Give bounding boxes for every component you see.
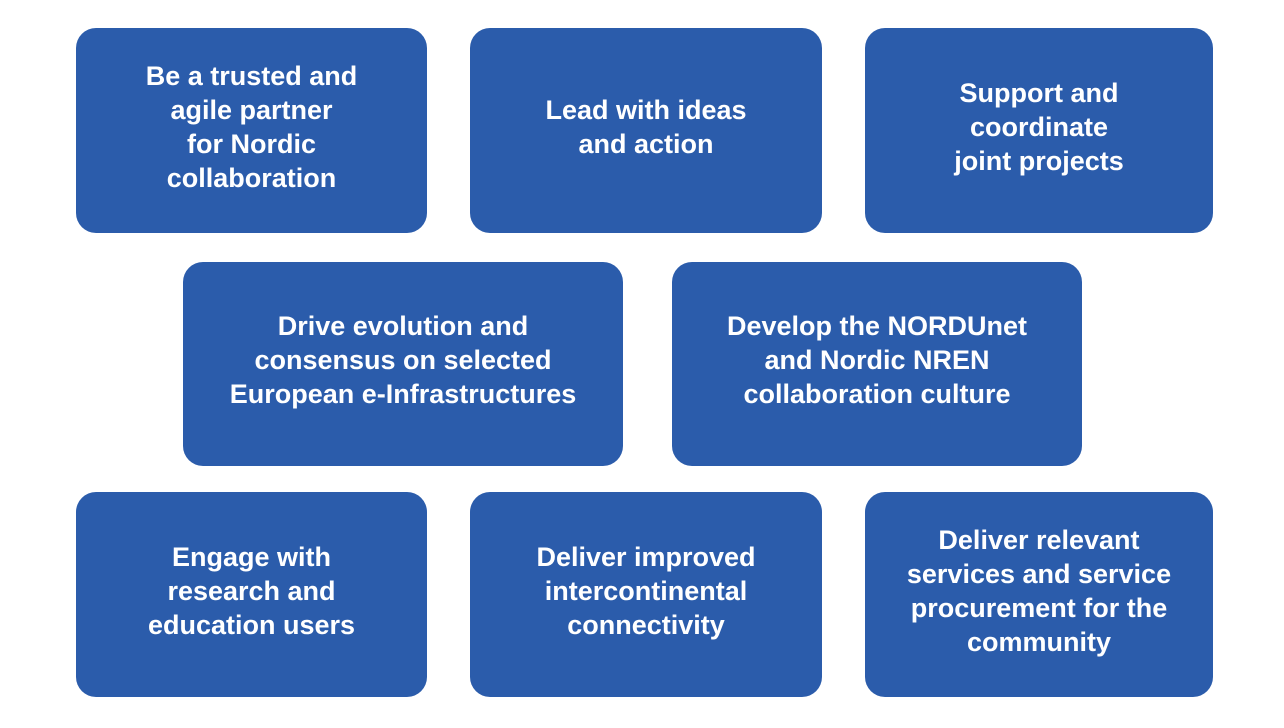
card-engage-research-education-users: Engage with research and education users (76, 492, 427, 697)
card-trusted-agile-partner-label: Be a trusted and agile partner for Nordi… (145, 60, 358, 193)
card-drive-evolution-consensus-label: Drive evolution and consensus on selecte… (229, 311, 577, 409)
card-deliver-intercontinental-connectivity-label: Deliver improved intercontinental connec… (536, 541, 756, 640)
card-lead-with-ideas: Lead with ideas and action (470, 28, 822, 233)
card-deliver-intercontinental-connectivity: Deliver improved intercontinental connec… (470, 492, 822, 697)
card-deliver-services-procurement: Deliver relevant services and service pr… (865, 492, 1213, 697)
card-deliver-services-procurement-label: Deliver relevant services and service pr… (906, 524, 1172, 657)
card-lead-with-ideas-label: Lead with ideas and action (545, 94, 747, 159)
card-develop-collaboration-culture-label: Develop the NORDUnet and Nordic NREN col… (726, 311, 1028, 409)
card-support-coordinate-projects-label: Support and coordinate joint projects (954, 77, 1124, 176)
card-engage-research-education-users-label: Engage with research and education users (147, 541, 356, 640)
card-develop-collaboration-culture: Develop the NORDUnet and Nordic NREN col… (672, 262, 1082, 466)
card-trusted-agile-partner: Be a trusted and agile partner for Nordi… (76, 28, 427, 233)
card-drive-evolution-consensus: Drive evolution and consensus on selecte… (183, 262, 623, 466)
card-support-coordinate-projects: Support and coordinate joint projects (865, 28, 1213, 233)
